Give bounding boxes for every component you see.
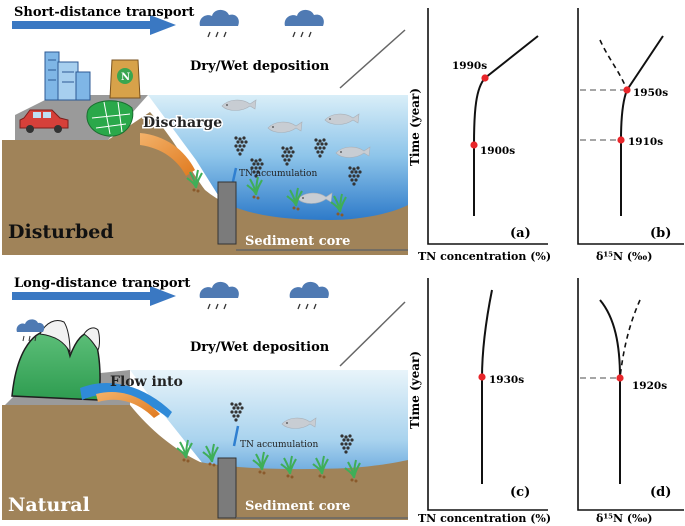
cloud-icon	[284, 9, 325, 38]
connector-line	[339, 301, 406, 367]
fertilizer-bag-icon: N	[109, 59, 141, 99]
bottom-core-label: Sediment core	[245, 499, 350, 514]
soil-profile	[2, 112, 408, 255]
panel-a-ylabel: Time (year)	[408, 88, 422, 166]
panel-a-marker	[470, 141, 478, 149]
farmland-icon	[86, 100, 134, 137]
soil-profile	[2, 405, 408, 520]
short-transport-label: Short-distance transport	[14, 5, 194, 20]
panel-d-curve	[599, 299, 621, 484]
flow-into-label: Flow into	[110, 374, 183, 390]
panel-d-axes	[577, 278, 684, 511]
small-cloud-icon	[16, 319, 45, 342]
panel-c: Time (year) 1930s (c) TN concentration (…	[408, 278, 551, 525]
panel-a-xlabel: TN concentration (%)	[418, 250, 551, 263]
panel-d-marker	[616, 374, 624, 382]
panel-c-marker	[478, 373, 486, 381]
panel-b-xlabel: δ¹⁵N (‰)	[596, 250, 653, 263]
mountain-icon	[11, 320, 101, 401]
long-transport-arrow	[12, 286, 176, 306]
cloud-icon	[199, 281, 240, 310]
panel-b-axes	[577, 8, 684, 245]
factory-icon	[44, 51, 91, 101]
bottom-scene: Long-distance transport Dry/Wet depositi…	[2, 276, 408, 520]
panel-d-marker-label: 1920s	[632, 380, 667, 392]
panel-c-xlabel: TN concentration (%)	[418, 512, 551, 525]
panel-b: 1950s 1910s (b) δ¹⁵N (‰)	[577, 8, 684, 263]
panel-a-letter: (a)	[510, 226, 531, 241]
panel-c-marker-label: 1930s	[489, 374, 524, 386]
cloud-icon	[199, 9, 240, 38]
connector-line	[339, 29, 406, 89]
panel-b-marker	[617, 136, 625, 144]
car-icon	[19, 109, 69, 133]
tn-accumulation-arrow	[232, 425, 240, 447]
sediment-core	[217, 181, 237, 245]
panel-c-curve	[481, 289, 493, 484]
river-flow	[80, 382, 172, 418]
discharge-label-halo: Discharge	[143, 115, 222, 131]
sediment-core	[217, 457, 237, 519]
discharge-label: Discharge	[143, 115, 222, 131]
bottom-accumulation-label: TN accumulation	[240, 440, 318, 450]
top-core-label: Sediment core	[245, 234, 350, 249]
cloud-icon	[289, 281, 330, 310]
panel-c-letter: (c)	[510, 485, 530, 500]
short-transport-arrow	[12, 15, 176, 35]
panel-a: Time (year) 1990s 1900s (a) TN concentra…	[408, 8, 551, 263]
svg-text:N: N	[121, 72, 130, 83]
panel-d-dashed-curve	[619, 299, 641, 379]
long-transport-label: Long-distance transport	[14, 276, 190, 291]
panel-c-axes	[427, 278, 548, 511]
river-flow-orange	[96, 392, 160, 418]
panel-b-dashed-curve	[599, 39, 628, 91]
top-scene: Short-distance transport Dry/Wet deposit…	[2, 5, 408, 255]
top-accumulation-label: TN accumulation	[239, 169, 317, 179]
discharge-flow	[140, 133, 195, 176]
panel-c-ylabel: Time (year)	[408, 351, 422, 429]
top-deposition-label: Dry/Wet deposition	[190, 59, 330, 74]
panel-a-marker-label: 1900s	[480, 145, 515, 157]
panel-a-axes	[427, 8, 548, 245]
panel-b-marker	[623, 86, 631, 94]
panel-b-letter: (b)	[650, 226, 671, 241]
bottom-deposition-label: Dry/Wet deposition	[190, 340, 330, 355]
panel-b-curve	[620, 35, 664, 216]
panel-d: 1920s (d) δ¹⁵N (‰)	[577, 278, 684, 525]
panel-d-xlabel: δ¹⁵N (‰)	[596, 512, 653, 525]
panel-a-marker-label: 1990s	[452, 60, 487, 72]
panel-a-marker	[481, 74, 489, 82]
panel-b-marker-label: 1950s	[633, 87, 668, 99]
panel-b-marker-label: 1910s	[628, 136, 663, 148]
natural-label: Natural	[8, 494, 90, 516]
disturbed-label: Disturbed	[8, 221, 114, 243]
water-body	[148, 95, 408, 230]
panel-d-letter: (d)	[650, 485, 671, 500]
